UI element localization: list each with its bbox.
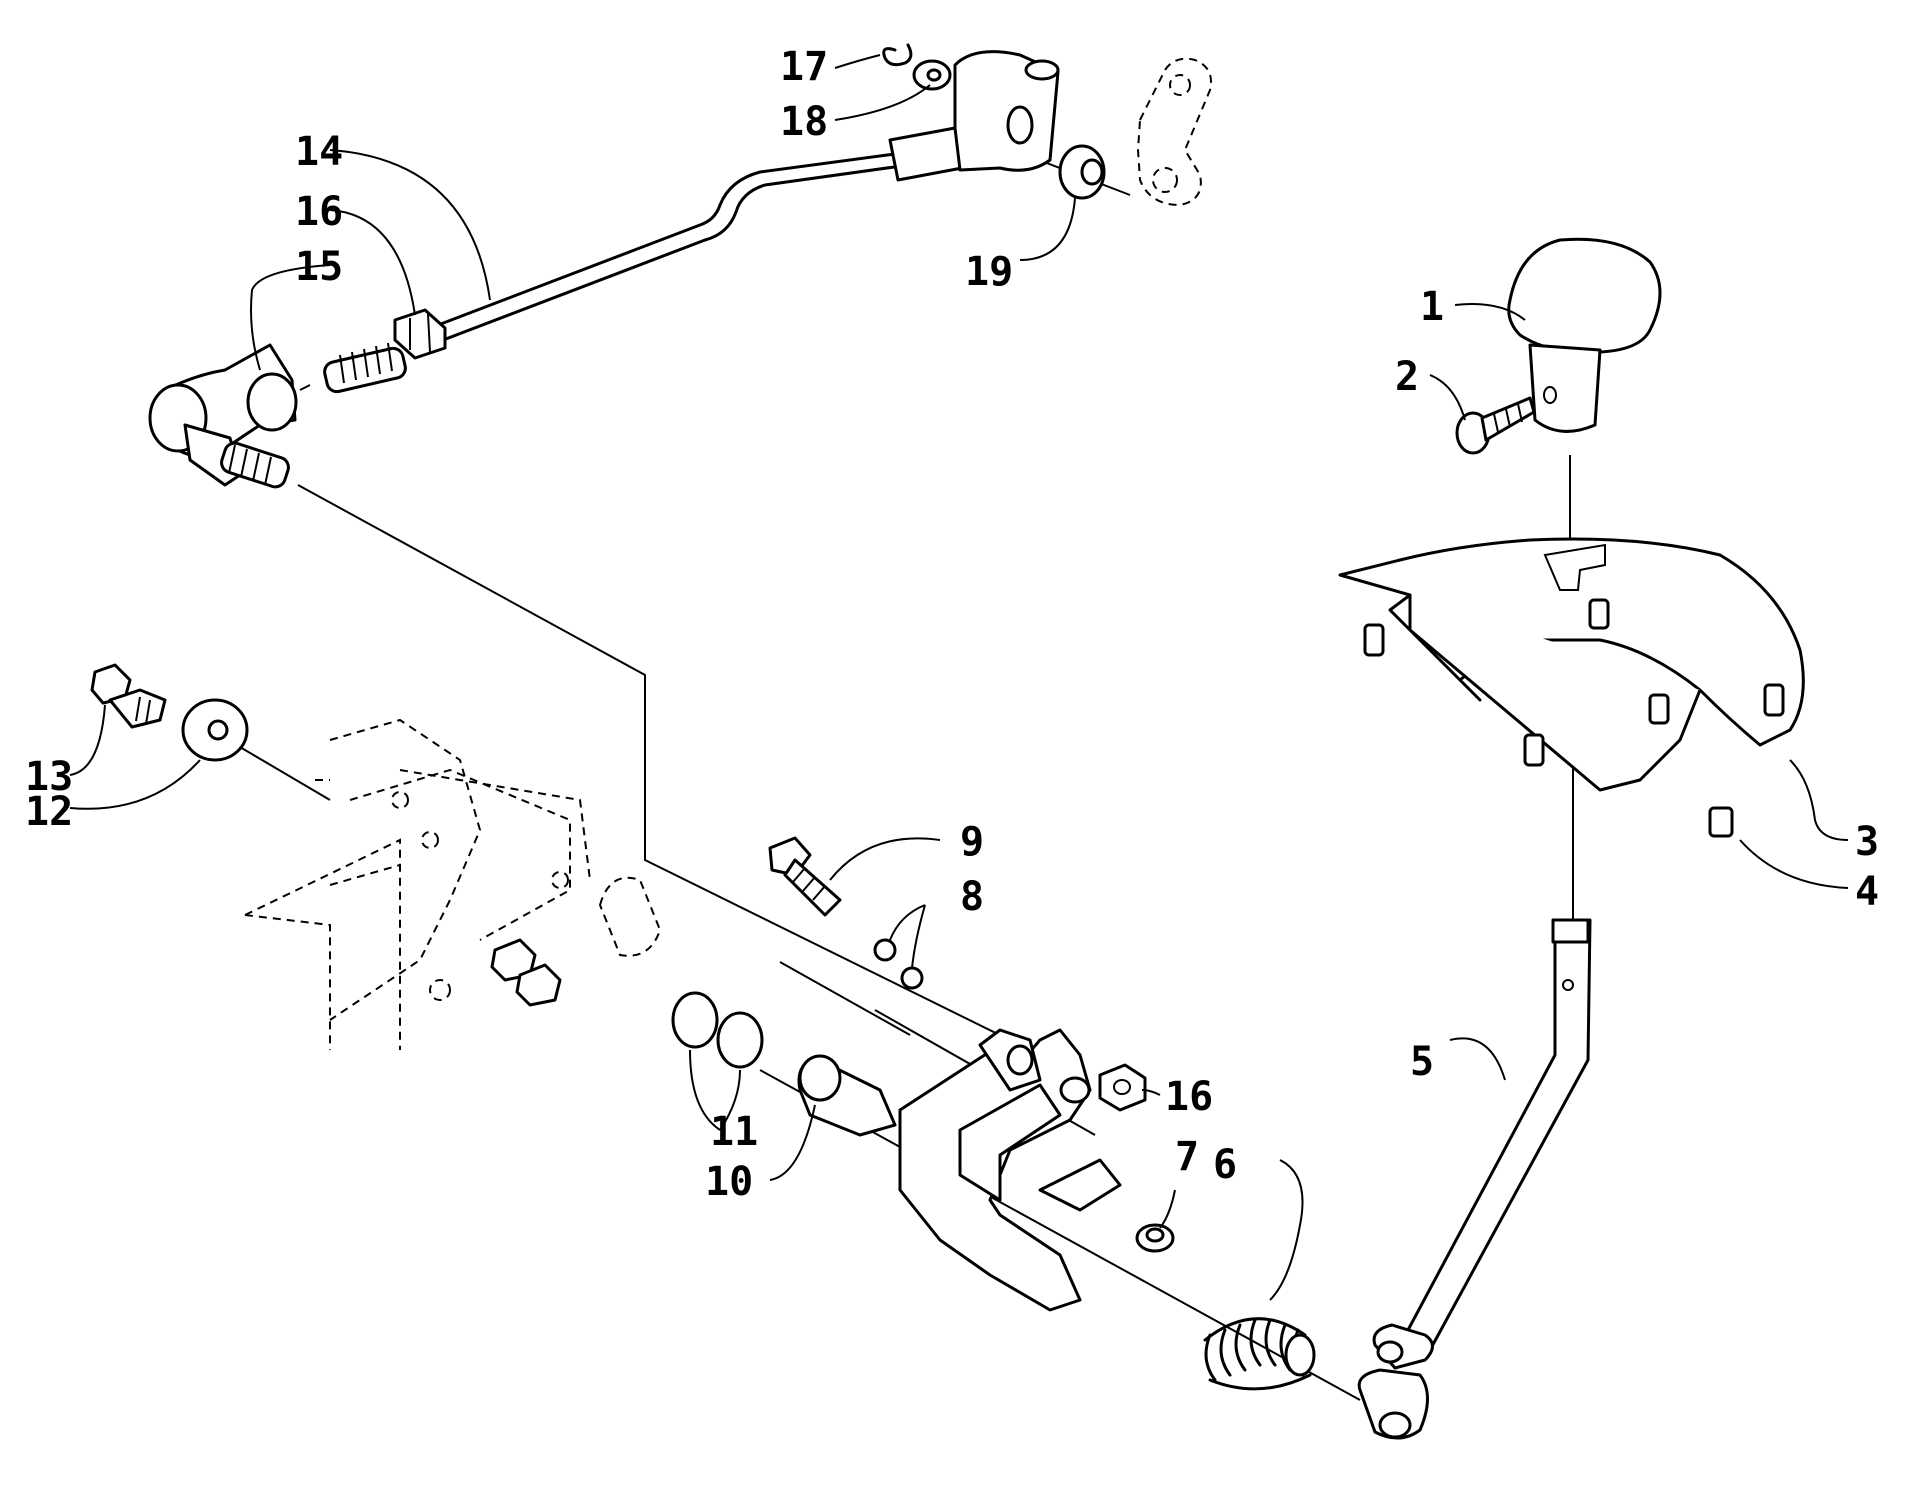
callout-8: 8 <box>960 874 984 920</box>
bushing-washer <box>1058 144 1106 200</box>
large-washer <box>181 698 249 762</box>
flange-bolt <box>90 663 167 729</box>
small-washer <box>912 59 952 91</box>
detent-balls <box>873 938 924 990</box>
callout-6: 6 <box>1213 1142 1237 1188</box>
callout-2: 2 <box>1395 354 1419 400</box>
return-spring <box>1203 1317 1316 1391</box>
detent-bolt <box>768 836 842 917</box>
callout-19: 19 <box>965 249 1013 295</box>
callout-5: 5 <box>1410 1039 1434 1085</box>
callout-4: 4 <box>1855 869 1879 915</box>
rod-hex-nut <box>393 308 447 360</box>
o-rings <box>671 991 764 1069</box>
callout-9: 9 <box>960 819 984 865</box>
callout-16-lower: 16 <box>1165 1074 1213 1120</box>
callout-14: 14 <box>295 129 343 175</box>
pivot-shaft <box>797 1054 897 1137</box>
circlip <box>882 43 913 67</box>
callout-1: 1 <box>1420 284 1444 330</box>
knob-screw <box>1455 396 1536 455</box>
shift-rod <box>423 50 1060 347</box>
callout-15: 15 <box>295 244 343 290</box>
shift-bracket <box>898 1028 1122 1312</box>
callout-16-upper: 16 <box>295 189 343 235</box>
callout-12: 12 <box>25 789 73 835</box>
callout-13: 13 <box>25 754 73 800</box>
threaded-stud <box>323 342 407 394</box>
frame-mount <box>244 718 662 1050</box>
callout-3: 3 <box>1855 819 1879 865</box>
ball-joint <box>148 343 298 489</box>
callout-labels: 1 2 3 4 5 6 7 8 9 10 11 12 13 14 15 16 1… <box>25 44 1879 1205</box>
leader-lines <box>69 54 1849 1301</box>
shift-lever <box>1357 918 1592 1440</box>
flange-nut <box>1135 1223 1175 1253</box>
callout-7: 7 <box>1175 1134 1199 1180</box>
callout-11: 11 <box>710 1109 758 1155</box>
bracket-hex-nut <box>1098 1063 1147 1112</box>
callout-18: 18 <box>780 99 828 145</box>
transmission-shift-arm <box>1136 57 1212 207</box>
callout-17: 17 <box>780 44 828 90</box>
cover-fastener <box>1708 806 1734 838</box>
callout-10: 10 <box>705 1159 753 1205</box>
shift-gate-cover <box>1338 537 1805 792</box>
shift-knob <box>1507 237 1662 433</box>
